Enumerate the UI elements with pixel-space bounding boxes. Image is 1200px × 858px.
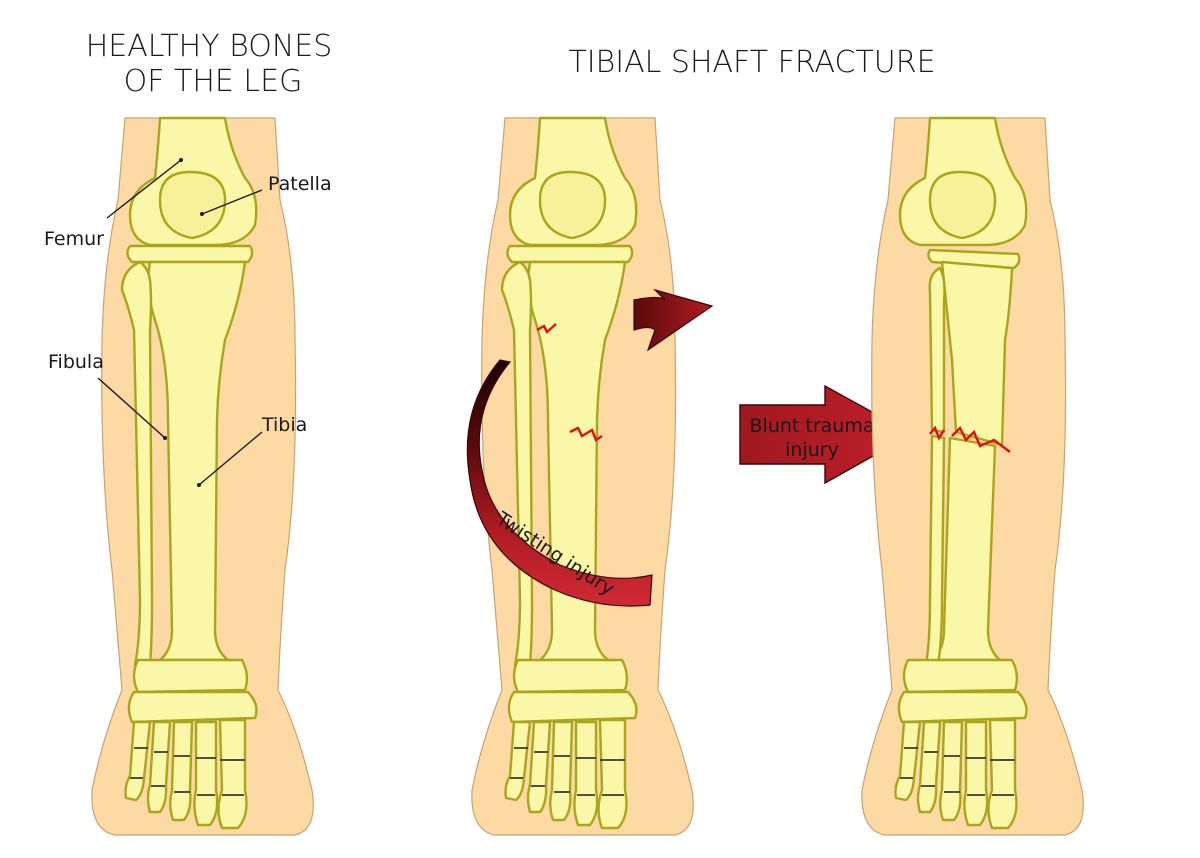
femur-label: Femur xyxy=(44,228,104,250)
femur-dot xyxy=(179,158,183,162)
blunt-trauma-arrow: Blunt trauma injury xyxy=(739,384,914,485)
fibula-leader xyxy=(97,377,166,439)
patella-label: Patella xyxy=(268,173,332,195)
healthy-title-line2: OF THE LEG xyxy=(124,64,303,99)
healthy-title-line1: HEALTHY BONES xyxy=(86,29,333,64)
tibia-dot xyxy=(197,483,201,487)
healthy-leg xyxy=(91,116,314,836)
femur-leader xyxy=(106,159,182,219)
twist-arrow-head xyxy=(633,288,714,352)
twisting-fracture-leg xyxy=(471,116,694,836)
blunt-arrow-shape xyxy=(739,384,914,485)
blunt-label-line2: injury xyxy=(785,439,839,461)
tibia-leader xyxy=(198,431,263,486)
fibula-crack xyxy=(536,323,557,334)
patella-dot xyxy=(200,212,204,216)
fibula-label: Fibula xyxy=(48,351,104,373)
anatomy-labels: Patella Femur Fibula Tibia xyxy=(44,158,332,487)
upper-fibula-fragment xyxy=(928,266,946,434)
fibula-dot xyxy=(163,436,167,440)
tibia-spiral-crack xyxy=(569,426,603,442)
blunt-fracture-leg xyxy=(861,116,1084,836)
tibia-label: Tibia xyxy=(261,414,307,436)
patella-leader xyxy=(201,189,263,215)
twist-arrow-band xyxy=(466,359,653,607)
blunt-label-line1: Blunt trauma xyxy=(750,415,875,437)
tibia-crack-blunt xyxy=(951,425,1011,453)
fracture-title: TIBIAL SHAFT FRACTURE xyxy=(568,45,935,80)
fibula-crack-blunt xyxy=(929,425,946,441)
